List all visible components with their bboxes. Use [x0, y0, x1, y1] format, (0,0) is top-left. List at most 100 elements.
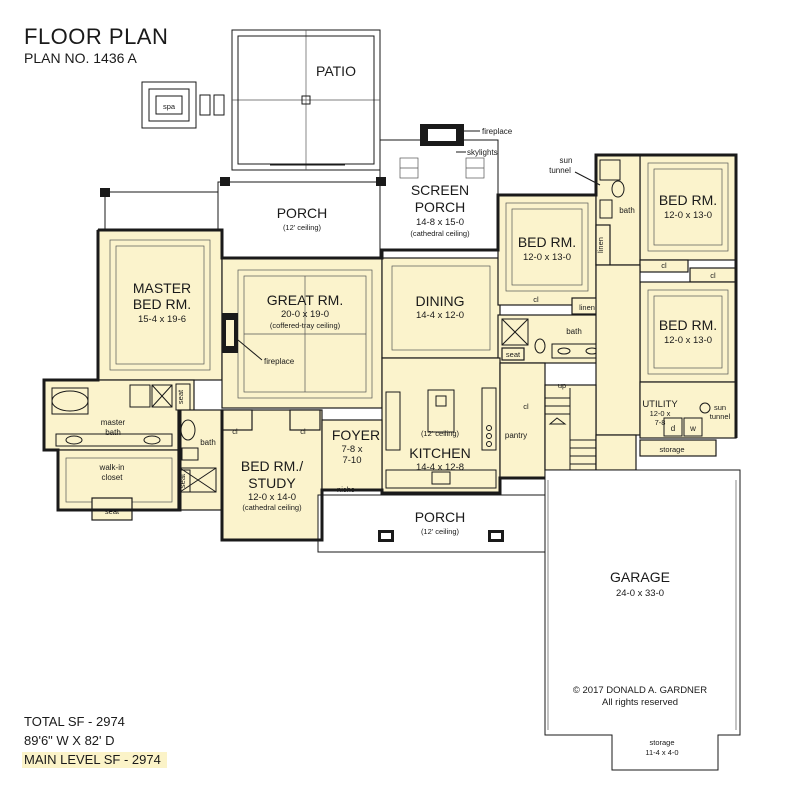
- screen-porch-note: (cathedral ceiling): [410, 229, 470, 238]
- patio-area: PATIO: [231, 29, 381, 171]
- master-label-1: MASTER: [133, 280, 191, 296]
- bedroom-2-label: BED RM.: [518, 234, 576, 250]
- sun-tunnel-label-2a: sun: [714, 403, 726, 412]
- master-dims: 15-4 x 19-6: [138, 314, 186, 325]
- foyer-dims-1: 7-8 x: [341, 444, 362, 455]
- skylights-label: skylights: [467, 148, 498, 157]
- dining-dims: 14-4 x 12-0: [416, 310, 464, 321]
- seat-label-master-bath: seat: [176, 389, 185, 404]
- storage-dims: 11-4 x 4-0: [645, 748, 678, 757]
- utility-room: d w UTILITY 12-0 x 7-8 sun tunnel cl: [589, 381, 737, 439]
- garage: GARAGE 24-0 x 33-0 © 2017 DONALD A. GARD…: [544, 469, 741, 771]
- hall-bath: bath seat: [497, 314, 609, 364]
- great-room: fireplace GREAT RM. 20-0 x 19-0 (coffere…: [221, 257, 383, 409]
- hall-bath-label: bath: [566, 327, 582, 336]
- cl-label-bed2: cl: [533, 295, 539, 304]
- plan-number: PLAN NO. 1436 A: [24, 50, 137, 66]
- utility-dims-1: 12-0 x: [650, 409, 671, 418]
- jack-jill-bath: bath linen sun tunnel: [549, 154, 641, 266]
- linen-label-jj: linen: [596, 237, 605, 253]
- foyer-label: FOYER: [332, 427, 380, 443]
- foyer: FOYER 7-8 x 7-10 niche: [321, 419, 383, 494]
- stair-landing: [595, 434, 637, 471]
- master-bedroom: MASTER BED RM. 15-4 x 19-6: [97, 229, 223, 381]
- stairs-up-label: up: [558, 381, 566, 390]
- jack-jill-bath-label: bath: [619, 206, 635, 215]
- copyright-line-2: All rights reserved: [602, 697, 678, 708]
- seat-label-hall-bath: seat: [506, 350, 521, 359]
- master-bath: seat master bath: [43, 379, 195, 451]
- front-porch: PORCH (12' ceiling): [317, 494, 546, 553]
- sun-tunnel-label-1a: sun: [560, 156, 573, 165]
- screen-porch-label-1: SCREEN: [411, 182, 469, 198]
- bedroom-3-dims: 12-0 x 13-0: [664, 210, 712, 221]
- pantry: cl pantry: [499, 362, 546, 479]
- plan-title: FLOOR PLAN: [24, 24, 169, 49]
- rear-porch-label: PORCH: [277, 205, 328, 221]
- kitchen-label: KITCHEN: [409, 445, 470, 461]
- storage-rear: storage: [639, 439, 717, 457]
- kitchen-dims: 14-4 x 12-8: [416, 462, 464, 473]
- bedroom-2: BED RM. 12-0 x 13-0 cl linen: [497, 194, 603, 315]
- storage-label-2: storage: [649, 738, 674, 747]
- linen-label-bed2: linen: [579, 303, 595, 312]
- screen-porch: fireplace skylights SCREEN PORCH 14-8 x …: [379, 124, 513, 251]
- bedroom-2-dims: 12-0 x 13-0: [523, 252, 571, 263]
- foyer-dims-2: 7-10: [342, 455, 361, 466]
- screen-porch-label-2: PORCH: [415, 199, 466, 215]
- bedroom-3: BED RM. 12-0 x 13-0: [639, 154, 737, 261]
- washer-label: w: [689, 424, 696, 433]
- main-level-sf: MAIN LEVEL SF - 2974: [22, 752, 167, 768]
- kitchen: (12' ceiling) KITCHEN 14-4 x 12-8: [381, 357, 501, 494]
- exterior-walls: [42, 153, 738, 542]
- utility-label: UTILITY: [642, 399, 678, 410]
- master-label-2: BED RM.: [133, 296, 191, 312]
- spa-label: spa: [163, 102, 176, 111]
- cl-label-bed4: cl: [710, 271, 716, 280]
- cl-label-study-b: cl: [300, 427, 306, 436]
- front-porch-note: (12' ceiling): [421, 527, 460, 536]
- dryer-label: d: [671, 424, 675, 433]
- bedroom-3-label: BED RM.: [659, 192, 717, 208]
- dining-room: DINING 14-4 x 12-0: [381, 257, 501, 359]
- bed-closets: cl cl: [639, 259, 737, 283]
- garage-label: GARAGE: [610, 569, 670, 585]
- spa-area: spa: [141, 81, 225, 129]
- bedroom-4: BED RM. 12-0 x 13-0: [639, 281, 737, 383]
- fireplace-label-porch: fireplace: [482, 127, 513, 136]
- fireplace-label-great: fireplace: [264, 357, 295, 366]
- dining-label: DINING: [416, 293, 465, 309]
- study-dims: 12-0 x 14-0: [248, 492, 296, 503]
- sun-tunnel-label-2b: tunnel: [710, 412, 731, 421]
- master-bath-label-2: bath: [105, 428, 121, 437]
- garage-dims: 24-0 x 33-0: [616, 588, 664, 599]
- bedroom-4-dims: 12-0 x 13-0: [664, 335, 712, 346]
- rear-porch: PORCH (12' ceiling): [100, 177, 386, 258]
- master-bath-label-1: master: [101, 418, 126, 427]
- study-label-1: BED RM./: [241, 458, 303, 474]
- great-room-note: (coffered-tray ceiling): [270, 321, 341, 330]
- walkin-label-1: walk-in: [99, 463, 125, 472]
- seat-label-study-bath: seat: [178, 473, 187, 488]
- screen-porch-dims: 14-8 x 15-0: [416, 217, 464, 228]
- study: cl cl BED RM./ STUDY 12-0 x 14-0 (cathed…: [221, 409, 323, 541]
- storage-label-1: storage: [659, 445, 684, 454]
- walkin-label-2: closet: [102, 473, 124, 482]
- total-sf: TOTAL SF - 2974: [24, 714, 125, 729]
- cl-label-bed3: cl: [661, 261, 667, 270]
- utility-dims-2: 7-8: [655, 418, 666, 427]
- study-bath-label: bath: [200, 438, 216, 447]
- hallway: [595, 264, 641, 436]
- overall-dimensions: 89'6" W X 82' D: [24, 733, 115, 748]
- study-bath: bath seat: [177, 409, 223, 511]
- rear-porch-note: (12' ceiling): [283, 223, 322, 232]
- cl-label-pantry: cl: [523, 402, 529, 411]
- study-note: (cathedral ceiling): [242, 503, 302, 512]
- front-porch-label: PORCH: [415, 509, 466, 525]
- patio-label: PATIO: [316, 63, 356, 79]
- cl-label-study-a: cl: [232, 427, 238, 436]
- bedroom-4-label: BED RM.: [659, 317, 717, 333]
- great-room-dims: 20-0 x 19-0: [281, 309, 329, 320]
- pantry-label: pantry: [505, 431, 527, 440]
